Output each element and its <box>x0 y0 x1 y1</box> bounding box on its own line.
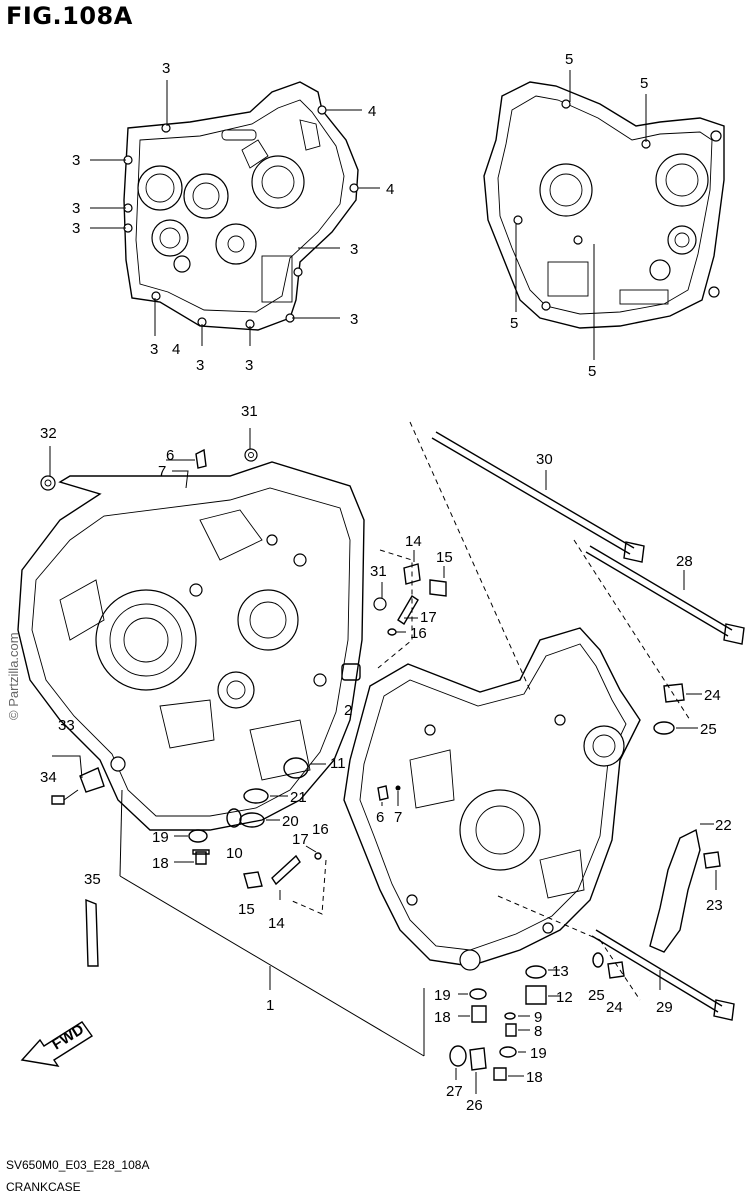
callout-3: 3 <box>245 357 253 374</box>
callout-3: 3 <box>72 152 80 169</box>
callout-22: 22 <box>715 817 732 834</box>
callout-13: 13 <box>552 963 569 980</box>
callout-16: 16 <box>410 625 427 642</box>
callout-9: 9 <box>534 1009 542 1026</box>
callout-26: 26 <box>466 1097 483 1114</box>
callout-21: 21 <box>290 789 307 806</box>
callout-19: 19 <box>434 987 451 1004</box>
callout-30: 30 <box>536 451 553 468</box>
callout-18: 18 <box>152 855 169 872</box>
callout-11: 11 <box>330 755 346 772</box>
small-parts <box>51 550 721 1094</box>
callout-3: 3 <box>350 311 358 328</box>
callout-17: 17 <box>420 609 437 626</box>
callout-35: 35 <box>84 871 101 888</box>
callout-18: 18 <box>434 1009 451 1026</box>
callout-5: 5 <box>510 315 518 332</box>
callout-6: 6 <box>376 809 384 826</box>
callout-31: 31 <box>241 403 258 420</box>
right-crankcase <box>343 627 641 971</box>
callout-24: 24 <box>704 687 721 704</box>
callout-14: 14 <box>268 915 285 932</box>
callout-3: 3 <box>350 241 358 258</box>
callout-28: 28 <box>676 553 693 570</box>
callout-19: 19 <box>530 1045 547 1062</box>
callout-23: 23 <box>706 897 723 914</box>
callout-19: 19 <box>152 829 169 846</box>
left-case-inset <box>90 80 380 346</box>
callout-14: 14 <box>405 533 422 550</box>
figure-title: FIG.108A <box>6 2 133 30</box>
callout-25: 25 <box>588 987 605 1004</box>
callout-3: 3 <box>72 220 80 237</box>
diagram-caption: CRANKCASE <box>6 1180 81 1194</box>
callout-31: 31 <box>370 563 387 580</box>
callout-8: 8 <box>534 1023 542 1040</box>
callout-32: 32 <box>40 425 57 442</box>
right-case-inset <box>483 70 725 360</box>
callout-3: 3 <box>196 357 204 374</box>
watermark: © Partzilla.com <box>6 632 21 720</box>
callout-17: 17 <box>292 831 309 848</box>
callout-7: 7 <box>158 463 166 480</box>
callout-1: 1 <box>266 997 274 1014</box>
callout-2: 2 <box>344 702 352 719</box>
callout-27: 27 <box>446 1083 463 1100</box>
callout-5: 5 <box>640 75 648 92</box>
fwd-arrow: FWD <box>20 1021 94 1067</box>
callout-7: 7 <box>394 809 402 826</box>
callout-15: 15 <box>238 901 255 918</box>
callout-25: 25 <box>700 721 717 738</box>
callout-24: 24 <box>606 999 623 1016</box>
left-crankcase <box>17 428 387 831</box>
callout-3: 3 <box>72 200 80 217</box>
long-bolts <box>409 421 745 1021</box>
assembly-guides <box>119 549 641 1057</box>
callout-16: 16 <box>312 821 329 838</box>
callout-29: 29 <box>656 999 673 1016</box>
callout-labels: 3 3 3 3 3 4 3 3 3 3 4 4 5 5 5 5 32 31 6 … <box>40 51 732 1114</box>
callout-18: 18 <box>526 1069 543 1086</box>
callout-12: 12 <box>556 989 573 1006</box>
callout-34: 34 <box>40 769 57 786</box>
callout-3: 3 <box>162 60 170 77</box>
callout-3: 3 <box>150 341 158 358</box>
callout-4: 4 <box>172 341 180 358</box>
callout-20: 20 <box>282 813 299 830</box>
callout-33: 33 <box>58 717 75 734</box>
callout-4: 4 <box>368 103 376 120</box>
callout-4: 4 <box>386 181 394 198</box>
callout-5: 5 <box>565 51 573 68</box>
diagram-code: SV650M0_E03_E28_108A <box>6 1158 150 1172</box>
callout-6: 6 <box>166 447 174 464</box>
callout-5: 5 <box>588 363 596 380</box>
callout-10: 10 <box>226 845 243 862</box>
callout-15: 15 <box>436 549 453 566</box>
